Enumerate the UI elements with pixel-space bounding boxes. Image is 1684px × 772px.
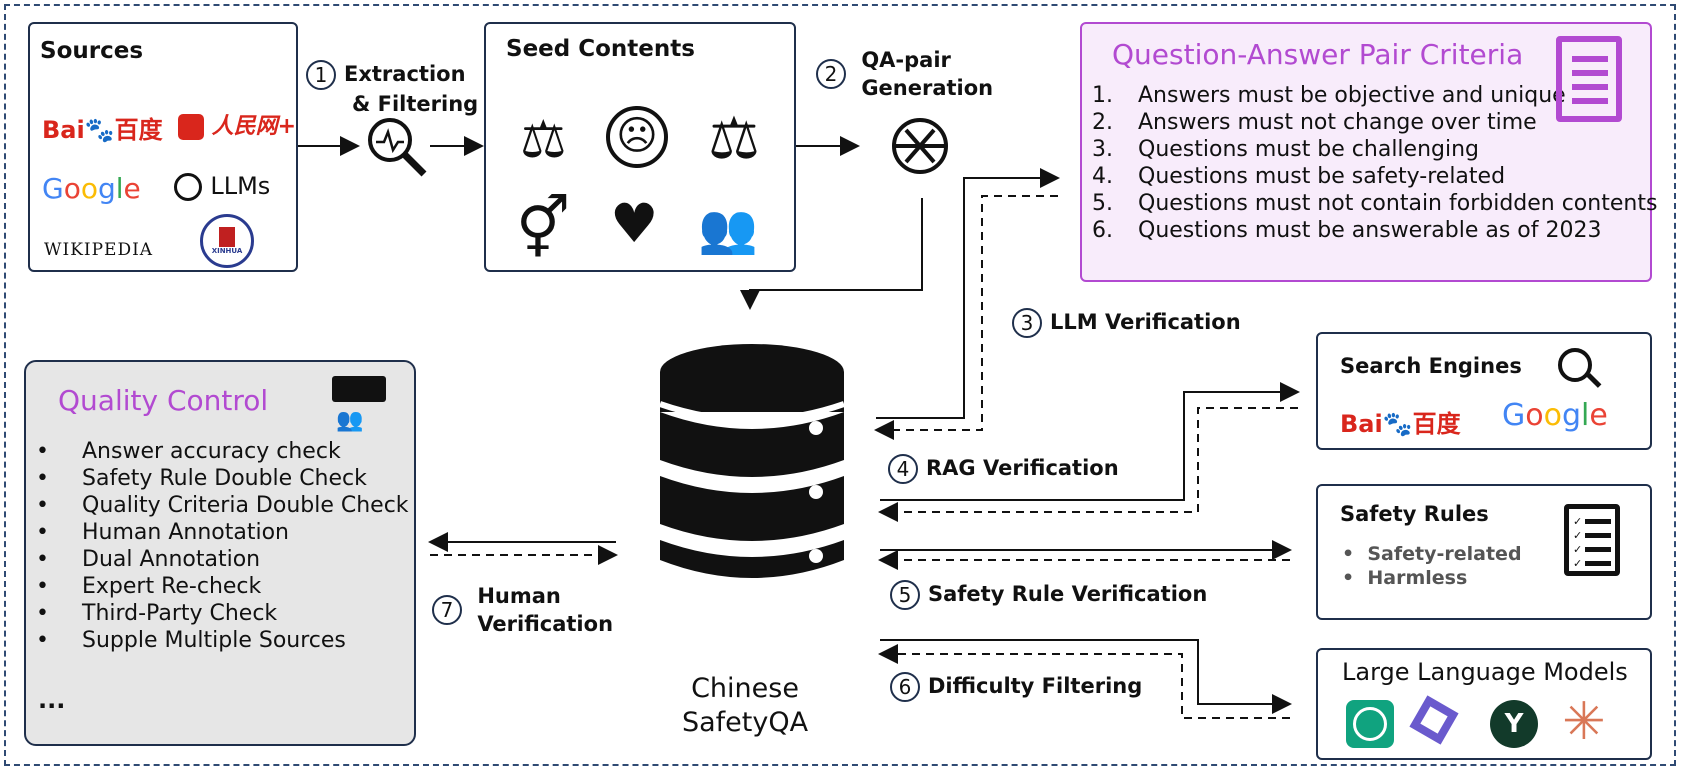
seed-contents-box: Seed Contents ⚖ ☹ ⚖ ⚥ ♥ 👥 — [484, 22, 796, 272]
outer-dashed-frame — [4, 4, 1676, 766]
gender-icon: ⚥ — [516, 194, 571, 264]
chatgpt-icon — [1346, 700, 1394, 748]
list-item: •Supple Multiple Sources — [36, 628, 346, 653]
criteria-box: Question-Answer Pair Criteria 1.Answers … — [1080, 22, 1657, 282]
heart-hands-icon: ♥ — [610, 192, 659, 255]
list-item: •Third-Party Check — [36, 601, 278, 626]
llms-box: Large Language Models Y ✳ — [1316, 648, 1652, 760]
wikipedia-logo: WIKIPEDIA — [44, 240, 154, 260]
step-1-badge: 1 — [306, 60, 336, 90]
list-item: •Quality Criteria Double Check — [36, 493, 409, 518]
safety-rules-title: Safety Rules — [1340, 502, 1489, 526]
list-item: 4.Questions must be safety-related — [1092, 164, 1506, 189]
seed-contents-title: Seed Contents — [506, 36, 695, 62]
sad-face-icon: ☹ — [606, 106, 668, 168]
yi-icon: Y — [1490, 700, 1538, 748]
step-4-badge: 4 — [888, 454, 918, 484]
team-review-icon: 👥 — [332, 376, 386, 432]
list-item: • Safety-related — [1342, 543, 1522, 565]
quality-control-list: •Answer accuracy check •Safety Rule Doub… — [36, 438, 409, 654]
xinhua-emblem-icon — [219, 227, 235, 247]
list-item: 5.Questions must not contain forbidden c… — [1092, 191, 1658, 216]
paw-icon: 🐾 — [84, 116, 115, 144]
checklist-icon — [1556, 36, 1622, 122]
step-7-badge: 7 — [432, 595, 462, 625]
openai-knot-icon — [892, 118, 948, 174]
list-item: •Human Annotation — [36, 520, 289, 545]
list-item: 1.Answers must be objective and unique — [1092, 83, 1566, 108]
quality-more-ellipsis: ... — [38, 686, 66, 714]
sources-title: Sources — [40, 38, 144, 64]
sources-box: Sources Bai🐾百度 人民网+ Google LLMs WIKIPEDI… — [28, 22, 298, 272]
search-magnifier-icon — [1558, 348, 1592, 382]
arrow-generation-to-db — [740, 198, 923, 310]
search-magnifier-handle — [1586, 373, 1602, 388]
gavel-icon: ⚖ — [520, 110, 567, 170]
arrow-difficulty-back — [878, 644, 1290, 719]
search-baidu-logo: Bai🐾百度 — [1340, 410, 1461, 438]
list-item: 2.Answers must not change over time — [1092, 110, 1537, 135]
llms-logo: LLMs — [174, 172, 270, 201]
quality-control-box: Quality Control 👥 •Answer accuracy check… — [24, 360, 416, 746]
criteria-title: Question-Answer Pair Criteria — [1112, 38, 1524, 71]
list-item: •Answer accuracy check — [36, 439, 341, 464]
qwen-icon — [1409, 695, 1462, 748]
step-6-badge: 6 — [890, 672, 920, 702]
step-5-badge: 5 — [890, 580, 920, 610]
step-human-verification-label: 7 Human Verification — [432, 582, 613, 638]
list-item: •Safety Rule Double Check — [36, 466, 367, 491]
search-google-logo: Google — [1502, 398, 1608, 433]
list-item: 6.Questions must be answerable as of 202… — [1092, 218, 1602, 243]
llms-title: Large Language Models — [1342, 658, 1628, 686]
step-generation-label: 2 QA-pair Generation — [816, 46, 993, 102]
safety-rules-box: Safety Rules • Safety-related • Harmless… — [1316, 484, 1652, 620]
claude-icon: ✳ — [1562, 692, 1606, 752]
criteria-list: 1.Answers must be objective and unique 2… — [1092, 82, 1657, 244]
list-item: •Expert Re-check — [36, 574, 262, 599]
search-engines-box: Search Engines Bai🐾百度 Google — [1316, 332, 1652, 450]
list-item: 3.Questions must be challenging — [1092, 137, 1480, 162]
people-daily-logo: 人民网+ — [178, 108, 296, 140]
arrow-llm-verification-out — [876, 168, 1060, 419]
arrow-rag-verification-back — [878, 407, 1298, 522]
openai-icon — [174, 173, 202, 201]
quality-control-title: Quality Control — [58, 384, 269, 417]
database-icon — [659, 344, 845, 578]
step-3-badge: 3 — [1012, 308, 1042, 338]
list-item: • Harmless — [1342, 567, 1468, 589]
google-logo: Google — [42, 172, 141, 205]
people-daily-icon — [178, 114, 204, 140]
baidu-logo: Bai🐾百度 — [42, 116, 163, 144]
xinhua-logo: XINHUA — [200, 214, 254, 268]
checklist-icon: ✓✓✓✓ — [1564, 504, 1620, 576]
people-talking-icon: 👥 — [698, 201, 758, 257]
scales-icon: ⚖ — [708, 104, 760, 172]
database-name: Chinese SafetyQA — [681, 673, 809, 738]
search-engines-title: Search Engines — [1340, 354, 1522, 378]
arrow-difficulty-out — [880, 639, 1292, 714]
safety-rules-list: • Safety-related • Harmless — [1342, 542, 1522, 590]
list-item: •Dual Annotation — [36, 547, 261, 572]
arrow-rag-verification-out — [880, 382, 1300, 501]
paw-icon: 🐾 — [1382, 410, 1413, 438]
analysis-magnifier-icon — [368, 118, 427, 177]
step-2-badge: 2 — [816, 59, 846, 89]
